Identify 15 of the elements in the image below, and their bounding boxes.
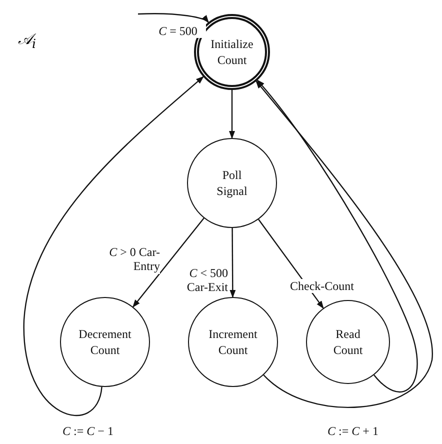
state-circle — [188, 297, 278, 387]
arrow — [132, 218, 204, 308]
state-circle — [306, 300, 390, 384]
state-name: Initialize Count — [210, 36, 254, 68]
state-name: Decrement Count — [78, 326, 132, 358]
arrow — [23, 76, 204, 416]
state-name: Poll Signal — [216, 166, 248, 200]
state-name: Read Count — [333, 326, 363, 358]
state-circle — [60, 297, 150, 387]
arrow — [230, 228, 236, 298]
arrow — [138, 13, 210, 23]
automaton-name: 𝒜$_{i}$ — [18, 30, 36, 51]
state-name: Increment Count — [208, 326, 258, 358]
arrow — [229, 90, 235, 139]
state-circle — [187, 138, 277, 228]
